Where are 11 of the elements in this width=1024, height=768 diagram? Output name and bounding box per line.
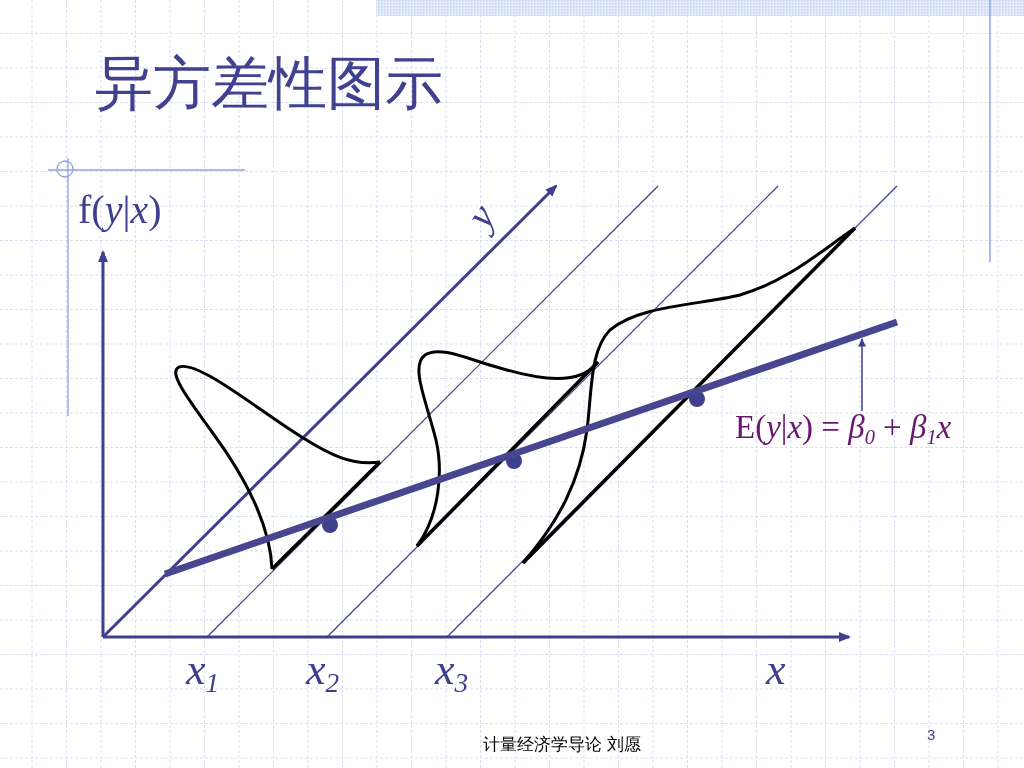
regression-line xyxy=(163,318,899,578)
axis-label: x xyxy=(766,648,786,692)
equation-label: E(y|x) = β$_{0}$ + β$_{1}$x xyxy=(735,411,952,444)
slide-title: 异方差性图示 xyxy=(95,54,443,112)
footer-text: 计量经济学导论 刘愿 xyxy=(483,736,641,753)
axis-label: f(y|x) xyxy=(78,190,162,230)
x-value-label: x$_{3}$ xyxy=(435,648,469,692)
page-number: 3 xyxy=(927,727,936,742)
x-value-label: x$_{1}$ xyxy=(186,648,220,692)
x-value-label: x$_{2}$ xyxy=(306,648,340,692)
leader-arrow xyxy=(858,337,866,412)
